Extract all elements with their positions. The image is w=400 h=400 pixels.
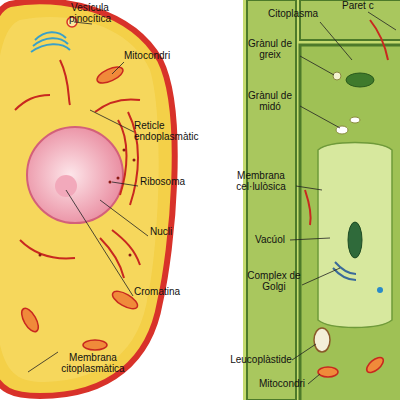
mitochondrion bbox=[83, 340, 107, 350]
leader-line bbox=[300, 106, 340, 128]
part-label: Nucli bbox=[150, 226, 200, 237]
leader-line bbox=[112, 182, 138, 186]
neighbour-cell bbox=[247, 0, 296, 400]
neighbour-cell bbox=[300, 0, 400, 40]
er-fold bbox=[370, 20, 388, 60]
er-fold bbox=[95, 99, 140, 112]
ribosome bbox=[39, 254, 42, 257]
nucleus bbox=[27, 127, 123, 223]
cytoplasm bbox=[0, 17, 159, 382]
plant-organelles bbox=[305, 20, 388, 377]
leader-line bbox=[112, 62, 124, 74]
leader-line bbox=[100, 200, 148, 236]
leucoplast bbox=[314, 328, 330, 352]
ribosome bbox=[109, 181, 112, 184]
vacuole bbox=[318, 143, 392, 328]
part-label: Ribosoma bbox=[140, 176, 210, 187]
part-label: Grànul de greix bbox=[240, 38, 300, 60]
leader-line bbox=[292, 344, 316, 360]
starch-granule bbox=[350, 117, 360, 123]
mitochondrion bbox=[318, 367, 338, 377]
ribosome bbox=[133, 159, 136, 162]
fat-granule bbox=[333, 72, 341, 80]
nucleolus bbox=[55, 175, 77, 197]
er-fold bbox=[20, 240, 75, 258]
mitochondrion bbox=[18, 306, 41, 335]
leader-lines bbox=[28, 12, 396, 384]
leader-line bbox=[368, 12, 396, 30]
part-label: Vacúol bbox=[250, 234, 290, 245]
part-label: Reticle endoplasmàtic bbox=[134, 120, 214, 142]
leader-line bbox=[320, 22, 352, 60]
er-fold bbox=[100, 238, 124, 278]
part-label: Mitocondri bbox=[124, 50, 194, 61]
golgi-cisterna bbox=[31, 44, 70, 52]
part-label: Cromatina bbox=[134, 286, 204, 297]
part-label: Mitocondri bbox=[252, 378, 312, 389]
part-label: Complex de Golgi bbox=[244, 270, 304, 292]
golgi bbox=[333, 262, 356, 280]
leader-line bbox=[302, 268, 340, 285]
chloroplast bbox=[348, 222, 362, 258]
ribosome bbox=[129, 254, 132, 257]
leader-line bbox=[296, 186, 322, 190]
leader-line bbox=[90, 110, 134, 132]
ribosomes bbox=[39, 149, 136, 257]
part-label: Citoplasma bbox=[268, 8, 338, 19]
chloroplast bbox=[346, 73, 374, 87]
part-label: Membrana citoplasmàtica bbox=[48, 352, 138, 374]
mitochondria bbox=[18, 64, 140, 350]
er-fold bbox=[60, 60, 70, 105]
er-fold bbox=[305, 190, 311, 225]
mitochondrion bbox=[95, 64, 125, 87]
leader-line bbox=[300, 56, 334, 75]
part-label: Vesícula pinocítica bbox=[50, 2, 130, 24]
ribosome bbox=[117, 177, 120, 180]
part-label: Membrana cel·lulòsica bbox=[226, 170, 296, 192]
part-label: Grànul de midó bbox=[240, 90, 300, 112]
leader-line bbox=[66, 190, 133, 296]
golgi bbox=[31, 32, 70, 52]
part-label: Leucoplàstide bbox=[226, 354, 296, 365]
mitochondrion bbox=[364, 355, 386, 376]
leader-line bbox=[290, 238, 330, 240]
vesicle bbox=[377, 287, 383, 293]
endoplasmic-reticulum bbox=[15, 60, 140, 278]
er-fold bbox=[15, 95, 50, 110]
leader-line bbox=[308, 374, 320, 384]
part-label: Paret c bbox=[342, 0, 400, 11]
plant-cell-wall bbox=[300, 45, 400, 400]
leader-line bbox=[28, 352, 58, 372]
ribosome bbox=[123, 149, 126, 152]
